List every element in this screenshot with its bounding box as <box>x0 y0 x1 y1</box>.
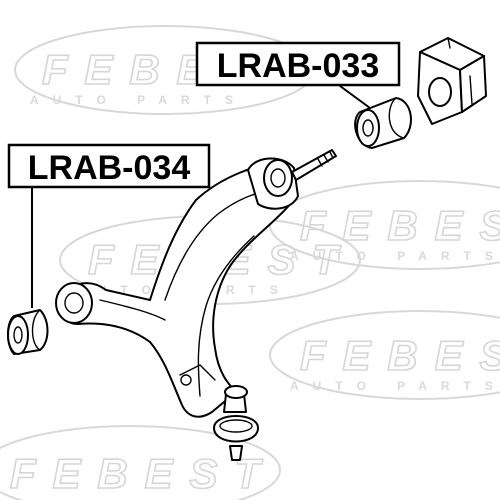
watermark-logo-bottom-right: FEBEST AUTO PARTS <box>269 310 500 400</box>
control-arm <box>55 149 337 461</box>
watermark-brand: FEBEST <box>300 332 500 379</box>
watermark-tagline: AUTO PARTS <box>290 249 500 263</box>
watermark-tagline: AUTO PARTS <box>290 379 500 393</box>
watermark-brand: FEBEST <box>10 450 263 497</box>
part-number-lrab-033: LRAB-033 <box>217 47 379 85</box>
bushing-lrab-034 <box>7 309 49 355</box>
part-number-lrab-034: LRAB-034 <box>28 149 191 187</box>
mounting-bracket <box>417 37 487 125</box>
watermark-tagline: AUTO PARTS <box>30 93 247 107</box>
watermark-logo-right: FEBEST AUTO PARTS <box>269 180 500 270</box>
bushing-lrab-033 <box>354 97 412 149</box>
leader-line-lrab-033 <box>339 85 371 109</box>
label-lrab-033: LRAB-033 <box>195 41 401 87</box>
label-lrab-034: LRAB-034 <box>7 143 211 189</box>
